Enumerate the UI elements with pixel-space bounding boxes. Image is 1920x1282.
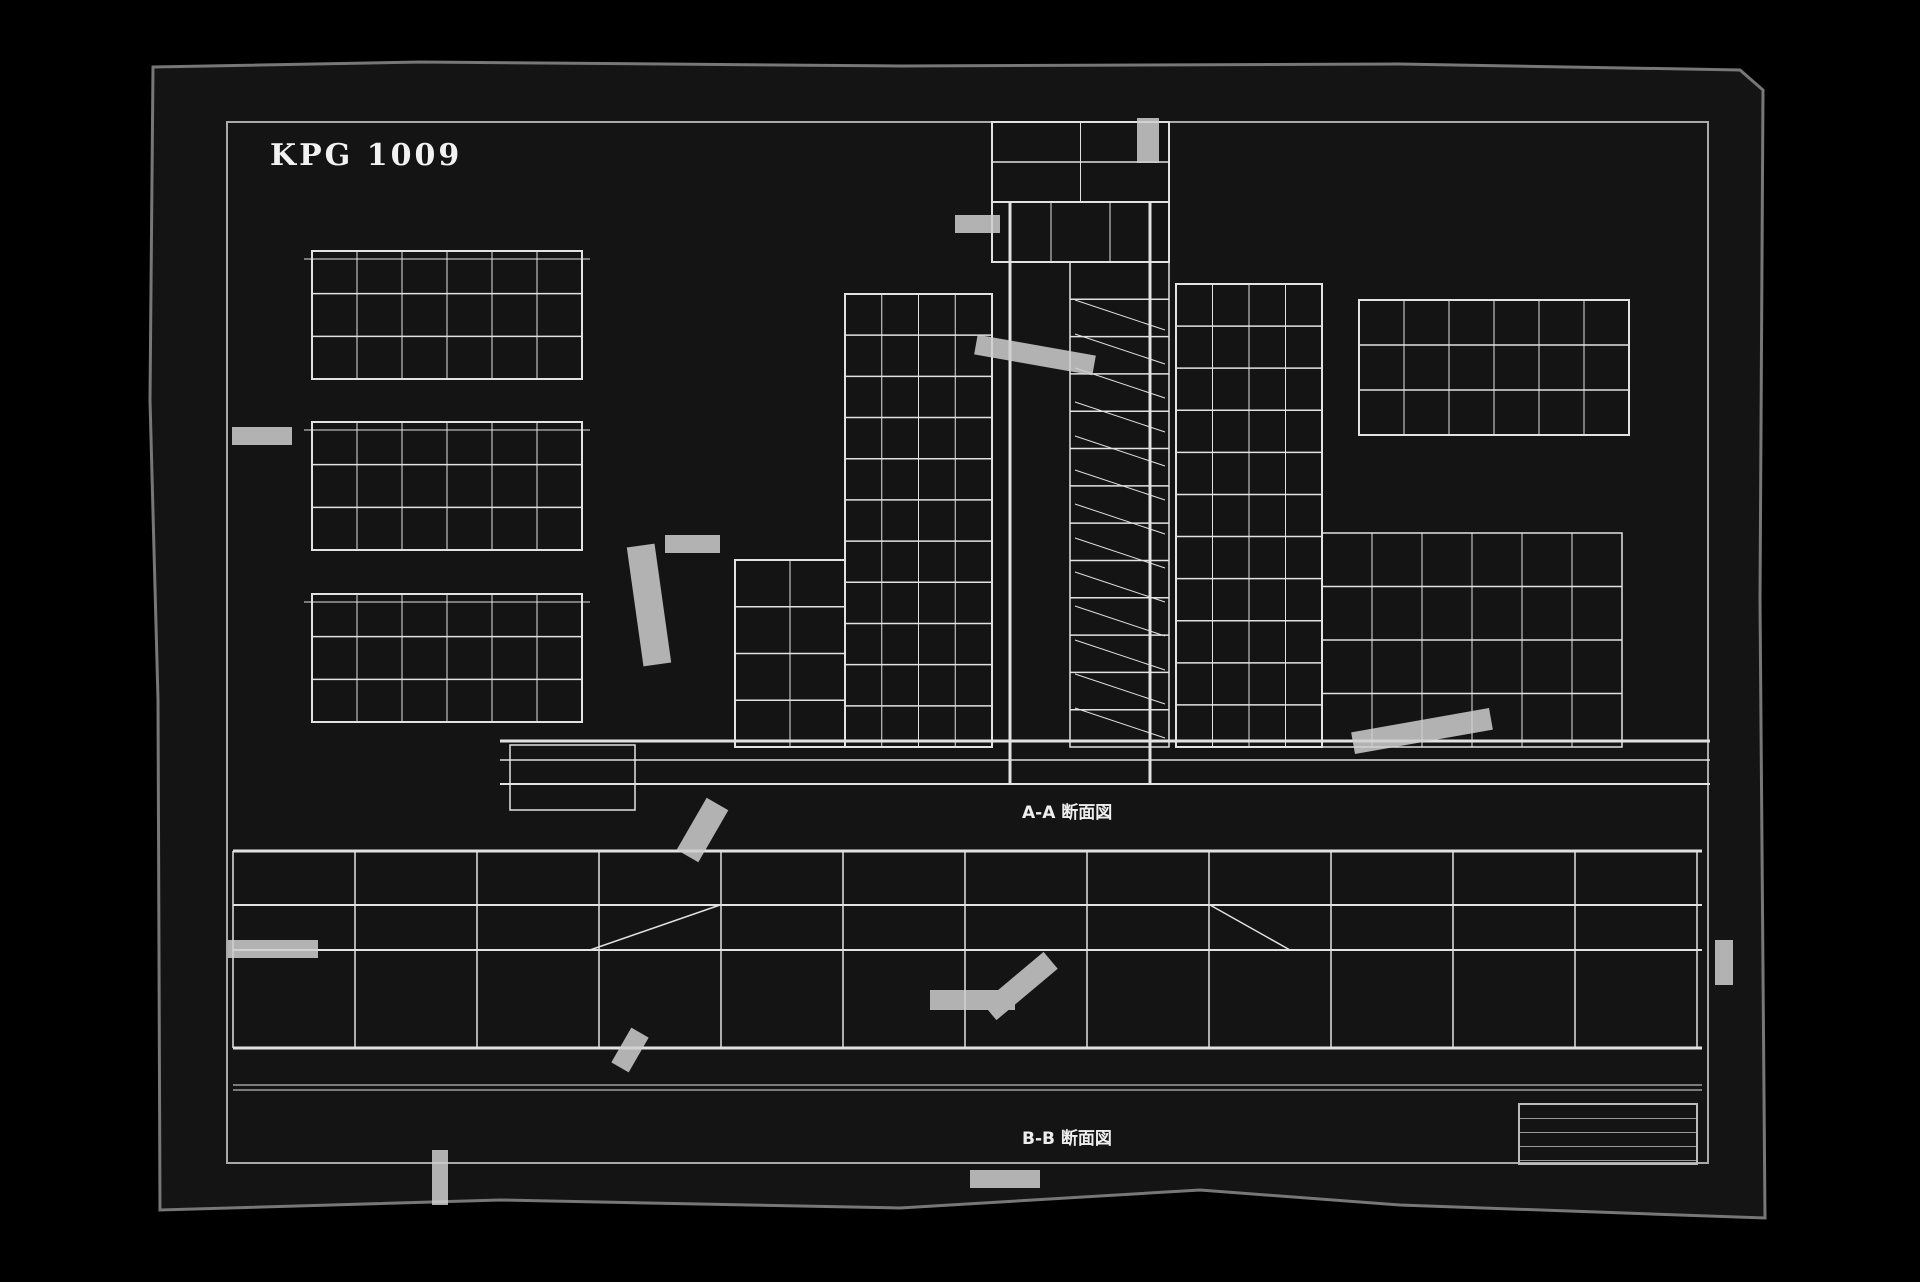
tape-piece bbox=[432, 1150, 448, 1205]
inner-border bbox=[226, 121, 1709, 1164]
tape-piece bbox=[955, 215, 1000, 233]
tape-piece bbox=[1351, 708, 1493, 754]
drawing-lines bbox=[232, 121, 1710, 1091]
tape-piece bbox=[665, 535, 720, 553]
section-aa-label: A-A 断面図 bbox=[1022, 803, 1113, 823]
tape-piece bbox=[970, 1170, 1040, 1188]
tape-pieces bbox=[228, 118, 1733, 1205]
paper bbox=[148, 60, 1767, 1220]
tape-piece bbox=[626, 543, 672, 667]
drawing-code: KPG 1009 bbox=[270, 138, 463, 173]
tape-piece bbox=[676, 797, 729, 863]
drawing-rect bbox=[509, 744, 636, 811]
drawing-line bbox=[1209, 904, 1291, 951]
tape-piece bbox=[611, 1027, 649, 1073]
tape-piece bbox=[1715, 940, 1733, 985]
drawing-rect bbox=[1069, 261, 1170, 748]
tape-piece bbox=[232, 427, 292, 445]
tape-piece bbox=[228, 940, 318, 958]
tape-piece bbox=[1137, 118, 1159, 163]
title-block bbox=[1518, 1103, 1698, 1165]
tape-piece bbox=[982, 951, 1058, 1021]
section-bb-label: B-B 断面図 bbox=[1022, 1129, 1112, 1149]
drawing-line bbox=[589, 904, 721, 951]
tape-piece bbox=[974, 334, 1096, 376]
